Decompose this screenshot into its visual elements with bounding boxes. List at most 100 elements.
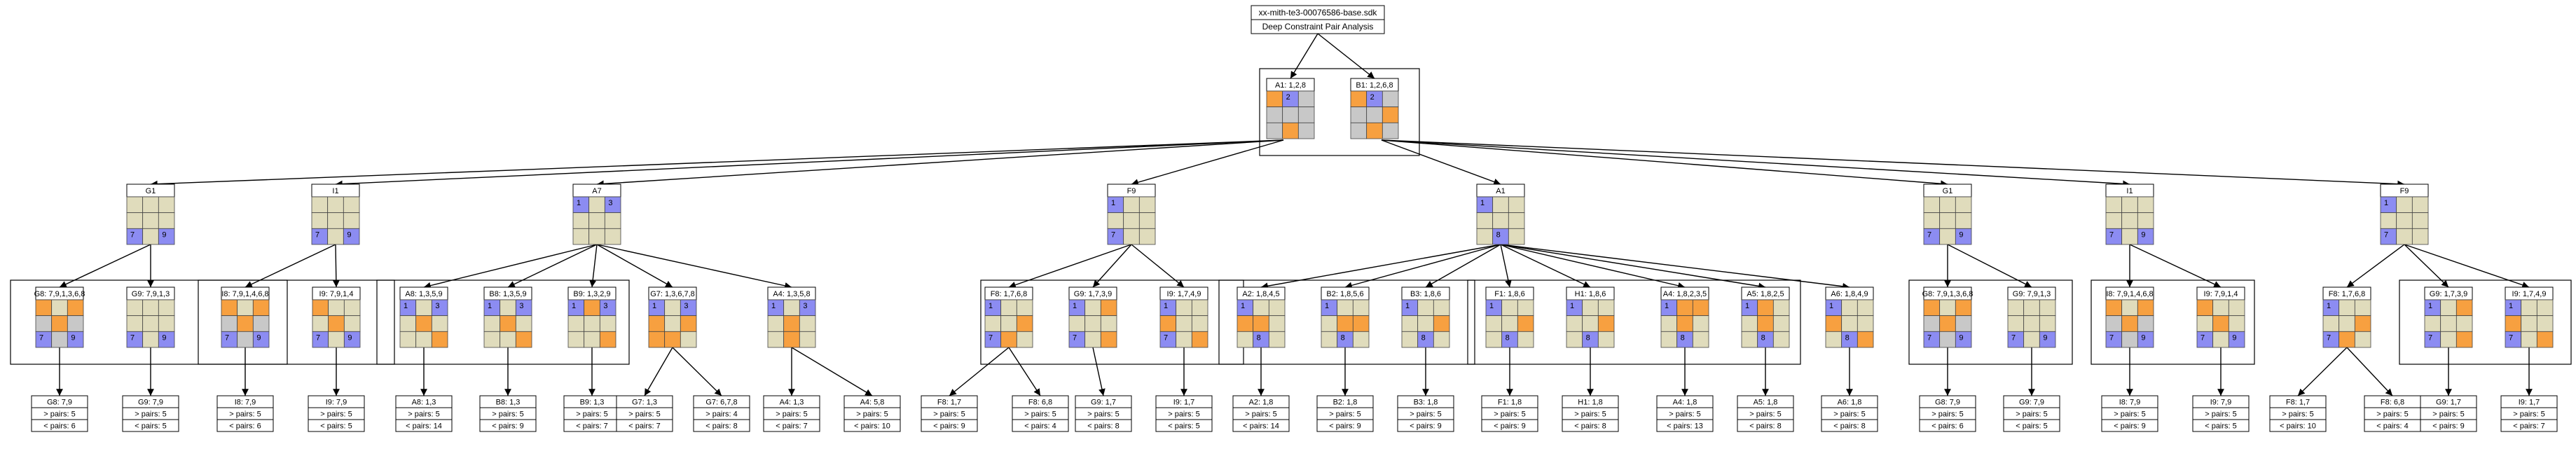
- grid-cell: [567, 315, 585, 332]
- grid-cell: [1068, 331, 1086, 348]
- grid-cell: [1366, 122, 1383, 139]
- grid-cell: [1337, 299, 1354, 317]
- result-row-box: [1737, 419, 1794, 432]
- grid-cell: [311, 212, 329, 229]
- grid-cell: [158, 212, 175, 229]
- result-row-box: [1919, 419, 1976, 432]
- result-less: < pairs: 6: [43, 422, 76, 431]
- cell-digit: 7: [2109, 230, 2114, 239]
- grid-cell: [984, 299, 1002, 317]
- grid-cell: [500, 299, 516, 317]
- grid-cell: [312, 299, 329, 317]
- result-pairs: > pairs: 5: [320, 410, 352, 419]
- grid-cell: [35, 331, 53, 348]
- grid-cell: [2121, 196, 2138, 214]
- result-node: B8: 1,3> pairs: 5< pairs: 9: [479, 395, 537, 432]
- grid-cell: [1321, 331, 1338, 348]
- result-less: < pairs: 6: [229, 422, 261, 431]
- grid-cell: [51, 299, 68, 317]
- grid-cell: [1382, 90, 1399, 108]
- result-pairs: > pairs: 5: [2376, 410, 2409, 419]
- grid-cell: [2380, 196, 2397, 214]
- grid-cell: [126, 228, 144, 245]
- grid-cell: [1159, 315, 1177, 332]
- result-row-box: [395, 419, 453, 432]
- cell-digit: 1: [2327, 302, 2331, 310]
- node-label: A2: 1,8,4,5: [1242, 290, 1279, 298]
- grid-cell: [1485, 315, 1503, 332]
- result-node: A5: 1,8> pairs: 5< pairs: 8: [1737, 395, 1794, 432]
- grid-cell: [1757, 315, 1774, 332]
- grid-cell: [142, 196, 159, 214]
- result-node: A4: 5,8> pairs: 5< pairs: 10: [843, 395, 901, 432]
- root-to-branch-edge: [1381, 139, 2130, 188]
- result-pairs: > pairs: 5: [43, 410, 76, 419]
- node-label: A4: 1,8,2,3,5: [1663, 290, 1707, 298]
- grid-cell: [664, 299, 681, 317]
- result-pairs: > pairs: 5: [1494, 410, 1526, 419]
- grid-cell: [1433, 315, 1450, 332]
- grid-cell: [142, 331, 159, 348]
- grid-cell: [783, 299, 800, 317]
- grid-cell: [2105, 196, 2123, 214]
- grid-cell: [2137, 315, 2154, 332]
- cell-digit: 1: [2509, 302, 2513, 310]
- grid-cell: [2424, 315, 2441, 332]
- branch-to-child-edge: [244, 244, 336, 288]
- result-pairs: > pairs: 5: [2513, 410, 2545, 419]
- grid-cell: [515, 331, 532, 348]
- root-to-branch-edge: [596, 139, 1284, 188]
- result-pairs: > pairs: 5: [1931, 410, 1964, 419]
- grid-cell: [126, 299, 144, 317]
- cell-digit: 9: [256, 333, 261, 342]
- grid-cell: [1433, 299, 1450, 317]
- grid-cell: [2137, 331, 2154, 348]
- grid-cell: [2396, 228, 2413, 245]
- grid-cell: [2456, 299, 2473, 317]
- cell-digit: 1: [2384, 199, 2388, 207]
- result-node: A6: 1,8> pairs: 5< pairs: 8: [1821, 395, 1878, 432]
- grid-cell: [1692, 331, 1709, 348]
- grid-cell: [588, 212, 605, 229]
- grid-cell: [1939, 228, 1956, 245]
- result-node: G7: 6,7,8> pairs: 4< pairs: 8: [693, 395, 750, 432]
- grid-cell: [1825, 315, 1843, 332]
- result-node: I8: 7,9> pairs: 5< pairs: 6: [216, 395, 274, 432]
- grid-cell: [2007, 331, 2025, 348]
- grid-cell: [1382, 106, 1399, 123]
- grid-cell: [2228, 315, 2245, 332]
- grid-cell: [1253, 299, 1269, 317]
- result-row-box: [1562, 419, 1619, 432]
- grid-cell: [2339, 331, 2355, 348]
- branch-to-child-edge: [507, 244, 598, 288]
- cell-digit: 9: [71, 333, 75, 342]
- grid-cell: [1000, 299, 1017, 317]
- result-row-box: [122, 419, 179, 432]
- cell-digit: 9: [347, 333, 352, 342]
- grid-cell: [1191, 299, 1208, 317]
- grid-cell: [2521, 299, 2537, 317]
- cell-digit: 2: [1370, 93, 1375, 102]
- grid-cell: [2536, 315, 2554, 332]
- result-label: F8: 6,8: [1028, 399, 1052, 407]
- grid-cell: [1000, 315, 1017, 332]
- grid-cell: [2196, 331, 2214, 348]
- branch-to-child-edge: [1008, 244, 1132, 289]
- grid-cell: [252, 299, 270, 317]
- grid-cell: [584, 331, 600, 348]
- grid-cell: [1297, 122, 1315, 139]
- grid-cell: [2424, 331, 2441, 348]
- result-node: G8: 7,9> pairs: 5< pairs: 6: [1919, 395, 1976, 432]
- grid-cell: [126, 315, 144, 332]
- grid-cell: [1350, 106, 1368, 123]
- cell-digit: 7: [130, 230, 135, 239]
- grid-cell: [126, 212, 144, 229]
- cell-digit: 1: [1665, 302, 1669, 310]
- grid-cell: [1350, 122, 1368, 139]
- grid-cell: [1084, 299, 1101, 317]
- cell-digit: 8: [1421, 333, 1426, 342]
- node-label: G1: [146, 187, 156, 195]
